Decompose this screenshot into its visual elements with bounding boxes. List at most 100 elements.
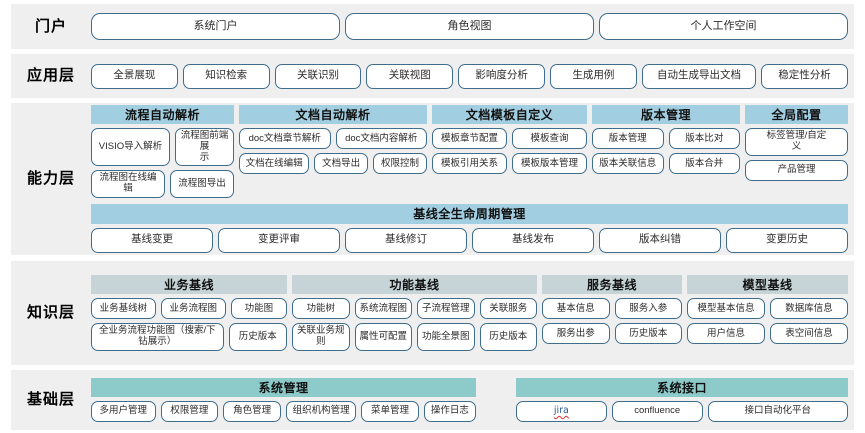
tile-kn-3-1-0[interactable]: 用户信息 <box>687 323 765 345</box>
tile-kn-1-1-1[interactable]: 属性可配置 <box>354 323 412 351</box>
tile-baseline-0[interactable]: 基线变更 <box>91 227 213 253</box>
tile-cap-2-0-0[interactable]: 模板章节配置 <box>432 128 507 150</box>
knowledge-group-3: 模型基线 模型基本信息 数据库信息 用户信息 表空间信息 <box>687 275 848 345</box>
group-2-row-0: 模板章节配置 模板查询 <box>432 128 587 150</box>
tile-kn-0-0-1[interactable]: 业务流程图 <box>160 298 226 320</box>
knowledge-groups: 业务基线 业务基线树 业务流程图 功能图 全业务流程功能图（搜索/下 钻展示） … <box>91 275 848 351</box>
group-header-1: 文档自动解析 <box>239 105 427 125</box>
tile-cap-4-1-0[interactable]: 产品管理 <box>745 159 848 181</box>
tile-app-7[interactable]: 稳定性分析 <box>761 63 848 89</box>
tile-fd-0-0-4[interactable]: 菜单管理 <box>361 401 419 422</box>
tile-kn-2-0-1[interactable]: 服务入参 <box>614 298 682 320</box>
tile-baseline-1[interactable]: 变更评审 <box>218 227 340 253</box>
tile-baseline-2[interactable]: 基线修订 <box>345 227 467 253</box>
tile-cap-4-0-0[interactable]: 标签管理/自定 义 <box>745 128 848 156</box>
tile-cap-3-1-0[interactable]: 版本关联信息 <box>592 153 664 175</box>
tile-cap-3-0-0[interactable]: 版本管理 <box>592 128 664 150</box>
baseline-lifecycle-band: 基线全生命周期管理 基线变更 变更评审 基线修订 基线发布 版本纠错 变更历史 <box>91 203 848 253</box>
group-header-3: 版本管理 <box>592 105 740 125</box>
tile-cap-2-0-1[interactable]: 模板查询 <box>512 128 587 150</box>
tile-app-5[interactable]: 生成用例 <box>549 63 637 89</box>
knowledge-3-row-1: 用户信息 表空间信息 <box>687 323 848 345</box>
tile-cap-1-1-2[interactable]: 权限控制 <box>373 153 428 175</box>
layer-body-application: 全景展现 知识检索 关联识别 关联视图 影响度分析 生成用例 自动生成导出文档 … <box>91 63 854 89</box>
tile-cap-1-0-0[interactable]: doc文档章节解析 <box>239 128 331 150</box>
group-4-row-0: 标签管理/自定 义 <box>745 128 848 156</box>
layer-body-knowledge: 业务基线 业务基线树 业务流程图 功能图 全业务流程功能图（搜索/下 钻展示） … <box>91 275 854 351</box>
tile-portal-2[interactable]: 个人工作空间 <box>599 13 848 40</box>
tile-app-0[interactable]: 全景展现 <box>91 63 178 89</box>
layer-application: 应用层 全景展现 知识检索 关联识别 关联视图 影响度分析 生成用例 自动生成导… <box>11 54 854 98</box>
knowledge-header-1: 功能基线 <box>292 275 537 295</box>
tile-cap-0-1-0[interactable]: 流程图在线编辑 <box>91 170 165 198</box>
tile-fd-0-0-5[interactable]: 操作日志 <box>423 401 476 422</box>
tile-cap-1-1-0[interactable]: 文档在线编辑 <box>239 153 310 175</box>
group-0-row-1: 流程图在线编辑 流程图导出 <box>91 170 234 198</box>
tile-fd-0-0-1[interactable]: 权限管理 <box>160 401 219 422</box>
tile-baseline-4[interactable]: 版本纠错 <box>599 227 721 253</box>
knowledge-header-2: 服务基线 <box>542 275 682 295</box>
layer-body-portal: 系统门户 角色视图 个人工作空间 <box>91 13 854 40</box>
tile-fd-1-0-1[interactable]: confluence <box>611 401 703 422</box>
tile-fd-1-0-0[interactable]: jira <box>516 401 607 422</box>
group-1-row-0: doc文档章节解析 doc文档内容解析 <box>239 128 427 150</box>
tile-kn-0-0-2[interactable]: 功能图 <box>230 298 287 320</box>
tile-kn-1-1-0[interactable]: 关联业务规则 <box>292 323 350 351</box>
tile-fd-1-0-2[interactable]: 接口自动化平台 <box>707 401 848 422</box>
tile-app-1[interactable]: 知识检索 <box>182 63 270 89</box>
foundation-group-0: 系统管理 多用户管理 权限管理 角色管理 组织机构管理 菜单管理 操作日志 <box>91 378 476 422</box>
tile-app-6[interactable]: 自动生成导出文档 <box>641 63 757 89</box>
layer-body-capability: 流程自动解析 VISIO导入解析 流程图前端展 示 流程图在线编辑 流程图导出 … <box>91 105 854 253</box>
knowledge-3-row-0: 模型基本信息 数据库信息 <box>687 298 848 320</box>
tile-kn-0-1-0[interactable]: 全业务流程功能图（搜索/下 钻展示） <box>91 323 224 351</box>
tile-kn-3-0-1[interactable]: 数据库信息 <box>770 298 848 320</box>
tile-app-2[interactable]: 关联识别 <box>274 63 362 89</box>
foundation-groups: 系统管理 多用户管理 权限管理 角色管理 组织机构管理 菜单管理 操作日志 系统… <box>91 378 848 422</box>
tile-app-3[interactable]: 关联视图 <box>366 63 454 89</box>
group-header-0: 流程自动解析 <box>91 105 234 125</box>
group-0-row-0: VISIO导入解析 流程图前端展 示 <box>91 128 234 167</box>
tile-fd-0-0-0[interactable]: 多用户管理 <box>91 401 156 422</box>
knowledge-0-row-1: 全业务流程功能图（搜索/下 钻展示） 历史版本 <box>91 323 287 351</box>
tile-cap-2-1-0[interactable]: 模板引用关系 <box>432 153 507 175</box>
tile-cap-1-1-1[interactable]: 文档导出 <box>314 153 369 175</box>
tile-kn-0-0-0[interactable]: 业务基线树 <box>91 298 156 320</box>
tile-kn-2-0-0[interactable]: 基本信息 <box>542 298 610 320</box>
tile-portal-1[interactable]: 角色视图 <box>345 13 594 40</box>
tile-baseline-5[interactable]: 变更历史 <box>726 227 848 253</box>
capability-group-1: 文档自动解析 doc文档章节解析 doc文档内容解析 文档在线编辑 文档导出 权… <box>239 105 428 175</box>
tile-kn-3-0-0[interactable]: 模型基本信息 <box>687 298 765 320</box>
tile-baseline-3[interactable]: 基线发布 <box>472 227 594 253</box>
capability-group-4: 全局配置 标签管理/自定 义 产品管理 <box>745 105 848 181</box>
tile-fd-0-0-3[interactable]: 组织机构管理 <box>285 401 357 422</box>
tile-cap-0-0-0[interactable]: VISIO导入解析 <box>91 128 170 167</box>
tile-cap-2-1-1[interactable]: 模板版本管理 <box>512 153 587 175</box>
tile-cap-3-0-1[interactable]: 版本比对 <box>668 128 740 150</box>
tile-kn-1-1-3[interactable]: 历史版本 <box>479 323 537 351</box>
tile-kn-1-0-3[interactable]: 关联服务 <box>479 298 537 320</box>
tile-kn-1-0-0[interactable]: 功能树 <box>292 298 350 320</box>
tile-kn-2-1-0[interactable]: 服务出参 <box>542 323 610 345</box>
group-header-2: 文档模板自定义 <box>432 105 587 125</box>
tile-kn-1-0-1[interactable]: 系统流程图 <box>354 298 412 320</box>
tile-cap-0-0-1[interactable]: 流程图前端展 示 <box>174 128 234 167</box>
tile-kn-1-0-2[interactable]: 子流程管理 <box>417 298 475 320</box>
capability-group-2: 文档模板自定义 模板章节配置 模板查询 模板引用关系 模板版本管理 <box>432 105 587 175</box>
tile-kn-3-1-1[interactable]: 表空间信息 <box>770 323 848 345</box>
tile-kn-0-1-1[interactable]: 历史版本 <box>228 323 287 351</box>
group-3-row-1: 版本关联信息 版本合并 <box>592 153 740 175</box>
layer-label-capability: 能力层 <box>26 170 75 188</box>
tile-portal-0[interactable]: 系统门户 <box>91 13 340 40</box>
tile-cap-1-0-1[interactable]: doc文档内容解析 <box>335 128 427 150</box>
layer-label-portal: 门户 <box>34 17 67 35</box>
tile-cap-3-1-1[interactable]: 版本合并 <box>668 153 740 175</box>
tile-cap-0-1-1[interactable]: 流程图导出 <box>169 170 234 198</box>
baseline-lifecycle-row: 基线变更 变更评审 基线修订 基线发布 版本纠错 变更历史 <box>91 227 848 253</box>
group-4-row-1: 产品管理 <box>745 159 848 181</box>
tile-fd-0-0-2[interactable]: 角色管理 <box>223 401 281 422</box>
tile-kn-1-1-2[interactable]: 功能全景图 <box>417 323 475 351</box>
tile-kn-2-1-1[interactable]: 历史版本 <box>614 323 682 345</box>
knowledge-0-row-0: 业务基线树 业务流程图 功能图 <box>91 298 287 320</box>
tile-app-4[interactable]: 影响度分析 <box>458 63 545 89</box>
